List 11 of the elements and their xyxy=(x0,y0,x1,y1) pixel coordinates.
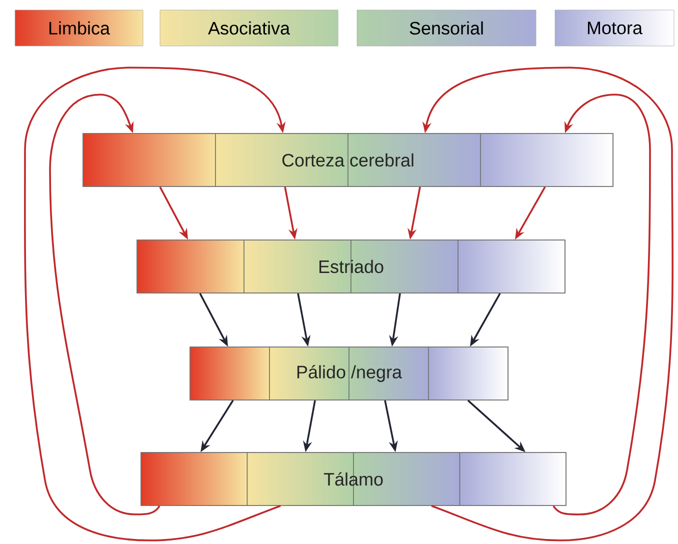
legend-label: Sensorial xyxy=(410,21,483,35)
legend-label: Motora xyxy=(588,22,642,34)
arrow xyxy=(24,66,286,542)
region-bar: Estriado xyxy=(136,240,566,294)
region-bar: Pálido /negra xyxy=(190,346,508,400)
region-bar: Tálamo xyxy=(140,452,566,506)
region-bar: Corteza cerebral xyxy=(82,133,614,187)
arrow xyxy=(49,94,160,516)
legend-label: Asociativa xyxy=(208,21,290,35)
legend-label: Limbica xyxy=(49,21,110,35)
arrow xyxy=(552,94,651,516)
